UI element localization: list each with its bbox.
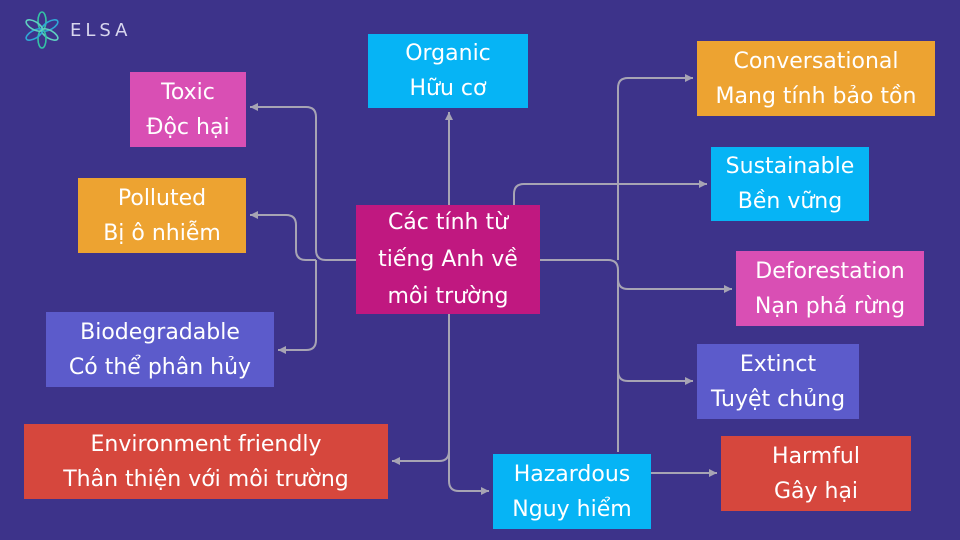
node-deforestation-en: Deforestation — [755, 258, 905, 284]
node-biodegradable-vi: Có thể phân hủy — [68, 354, 252, 380]
elsa-logo-text: ELSA — [70, 19, 132, 41]
elsa-star-icon — [25, 11, 59, 49]
central-topic-line-1: Các tính từ — [387, 210, 509, 235]
node-biodegradable-en: Biodegradable — [80, 319, 240, 345]
node-organic: Organic Hữu cơ — [368, 34, 528, 108]
node-toxic-en: Toxic — [161, 79, 215, 105]
node-extinct-en: Extinct — [739, 351, 817, 377]
link-biodegradable — [278, 260, 317, 354]
node-harmful-vi: Gây hại — [773, 478, 859, 504]
node-extinct-vi: Tuyệt chủng — [710, 386, 846, 412]
node-sustainable: Sustainable Bền vững — [711, 147, 869, 221]
elsa-logo: ELSA — [22, 10, 131, 50]
node-environment-friendly-en: Environment friendly — [90, 431, 322, 457]
link-deforestation — [617, 278, 732, 293]
link-environment-friendly — [392, 314, 450, 465]
node-sustainable-vi: Bền vững — [737, 189, 843, 214]
link-conversational — [617, 74, 693, 260]
node-harmful: Harmful Gây hại — [721, 436, 911, 511]
central-topic-line-3: môi trường — [387, 284, 509, 309]
node-polluted: Polluted Bị ô nhiễm — [78, 178, 246, 253]
central-topic-line-2: tiếng Anh về — [378, 247, 518, 272]
node-sustainable-en: Sustainable — [725, 154, 855, 179]
node-conversational-vi: Mang tính bảo tồn — [715, 83, 917, 109]
node-hazardous-en: Hazardous — [513, 461, 631, 487]
link-sustainable — [513, 180, 707, 205]
link-polluted — [250, 211, 316, 261]
link-extinct — [617, 368, 693, 385]
node-polluted-en: Polluted — [117, 185, 207, 211]
node-extinct: Extinct Tuyệt chủng — [697, 344, 859, 419]
node-conversational-en: Conversational — [733, 48, 899, 74]
node-deforestation-vi: Nạn phá rừng — [754, 293, 906, 319]
node-organic-vi: Hữu cơ — [409, 76, 487, 101]
link-hazardous — [448, 430, 489, 495]
node-conversational: Conversational Mang tính bảo tồn — [697, 41, 935, 116]
node-organic-en: Organic — [405, 41, 491, 66]
node-biodegradable: Biodegradable Có thể phân hủy — [46, 312, 274, 387]
node-polluted-vi: Bị ô nhiễm — [103, 220, 221, 246]
central-topic-box: Các tính từ tiếng Anh về môi trường — [356, 205, 540, 314]
node-harmful-en: Harmful — [772, 443, 860, 469]
node-deforestation: Deforestation Nạn phá rừng — [736, 251, 924, 326]
node-hazardous: Hazardous Nguy hiểm — [493, 454, 651, 529]
link-right-trunk — [540, 259, 619, 452]
node-toxic-vi: Độc hại — [146, 114, 230, 140]
node-toxic: Toxic Độc hại — [130, 72, 246, 147]
node-environment-friendly: Environment friendly Thân thiện với môi … — [24, 424, 388, 499]
node-hazardous-vi: Nguy hiểm — [512, 496, 632, 522]
node-environment-friendly-vi: Thân thiện với môi trường — [63, 466, 349, 492]
link-toxic — [250, 103, 356, 261]
